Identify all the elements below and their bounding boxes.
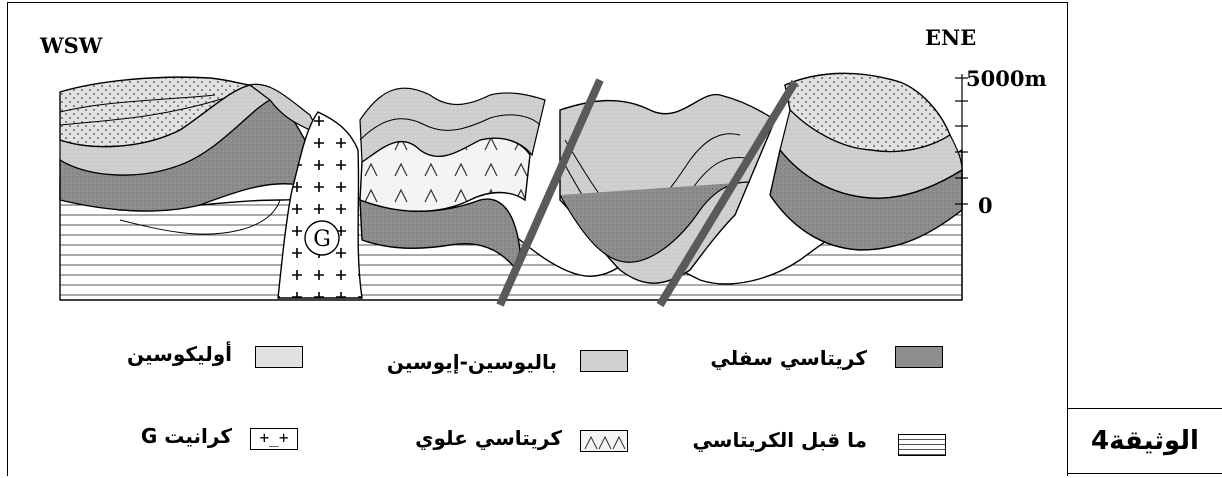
orientation-wsw: WSW [40,33,103,58]
scale-label-5000m: 5000m [966,66,1047,91]
figure-frame [7,2,1068,476]
legend-label-granite: كرانيت G [140,424,232,448]
legend-swatch-oligocene [255,346,303,368]
fault-line-east [656,79,799,308]
legend-swatch-granite: +_+ [250,428,298,450]
legend-label-pre-cretaceous: ما قبل الكريتاسي [692,428,867,452]
document-label: الوثيقة4 [1091,426,1199,456]
legend-label-paleocene-eocene: باليوسين-إيوسين [386,350,557,374]
middle-paleocene [359,87,546,164]
legend-swatch-pre-cretaceous [898,434,946,456]
legend-label-upper-cretaceous: كريتاسي علوي [415,426,562,450]
granite-intrusion [277,111,363,299]
granite-symbol: G [313,227,331,252]
document-label-box: الوثيقة4 [1068,408,1222,474]
legend-swatch-paleocene-eocene [580,350,628,372]
legend-swatch-lower-cretaceous [895,346,943,368]
legend-label-lower-cretaceous: كريتاسي سفلي [710,346,867,370]
legend-swatch-upper-cretaceous [580,430,628,452]
fault-line-west [496,78,604,307]
scale-label-zero: 0 [978,193,993,218]
orientation-ene: ENE [925,25,977,50]
legend-label-oligocene: أوليكوسين [127,342,232,366]
